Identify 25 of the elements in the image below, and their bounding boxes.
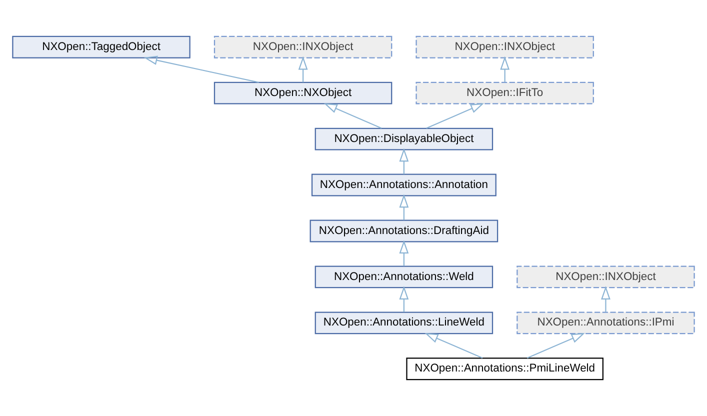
arrow [399, 194, 409, 220]
node-box: NXOpen::Annotations::PmiLineWeld [406, 358, 604, 380]
arrow [399, 240, 409, 266]
arrow [527, 333, 585, 359]
node-box: NXOpen::Annotations::IPmi [516, 312, 695, 334]
arrow [601, 286, 610, 312]
arrow [500, 56, 510, 82]
node-box: NXOpen::INXObject [214, 36, 392, 58]
node-box: NXOpen::INXObject [416, 36, 594, 58]
node-box: NXOpen::TaggedObject [12, 36, 190, 58]
node-box: NXOpen::NXObject [214, 82, 392, 104]
arrow [424, 333, 483, 359]
node-box: NXOpen::Annotations::Annotation [311, 174, 496, 196]
node-box: NXOpen::IFitTo [416, 82, 594, 104]
node-box: NXOpen::DisplayableObject [314, 128, 494, 150]
arrow [298, 56, 308, 82]
arrow [426, 103, 484, 129]
node-box: NXOpen::Annotations::Weld [314, 266, 494, 288]
node-box: NXOpen::INXObject [516, 266, 695, 288]
arrow [399, 286, 409, 312]
arrow [144, 56, 259, 83]
arrow [399, 148, 409, 174]
node-box: NXOpen::Annotations::LineWeld [314, 312, 494, 334]
node-box: NXOpen::Annotations::DraftingAid [310, 220, 498, 242]
arrow [324, 103, 382, 129]
